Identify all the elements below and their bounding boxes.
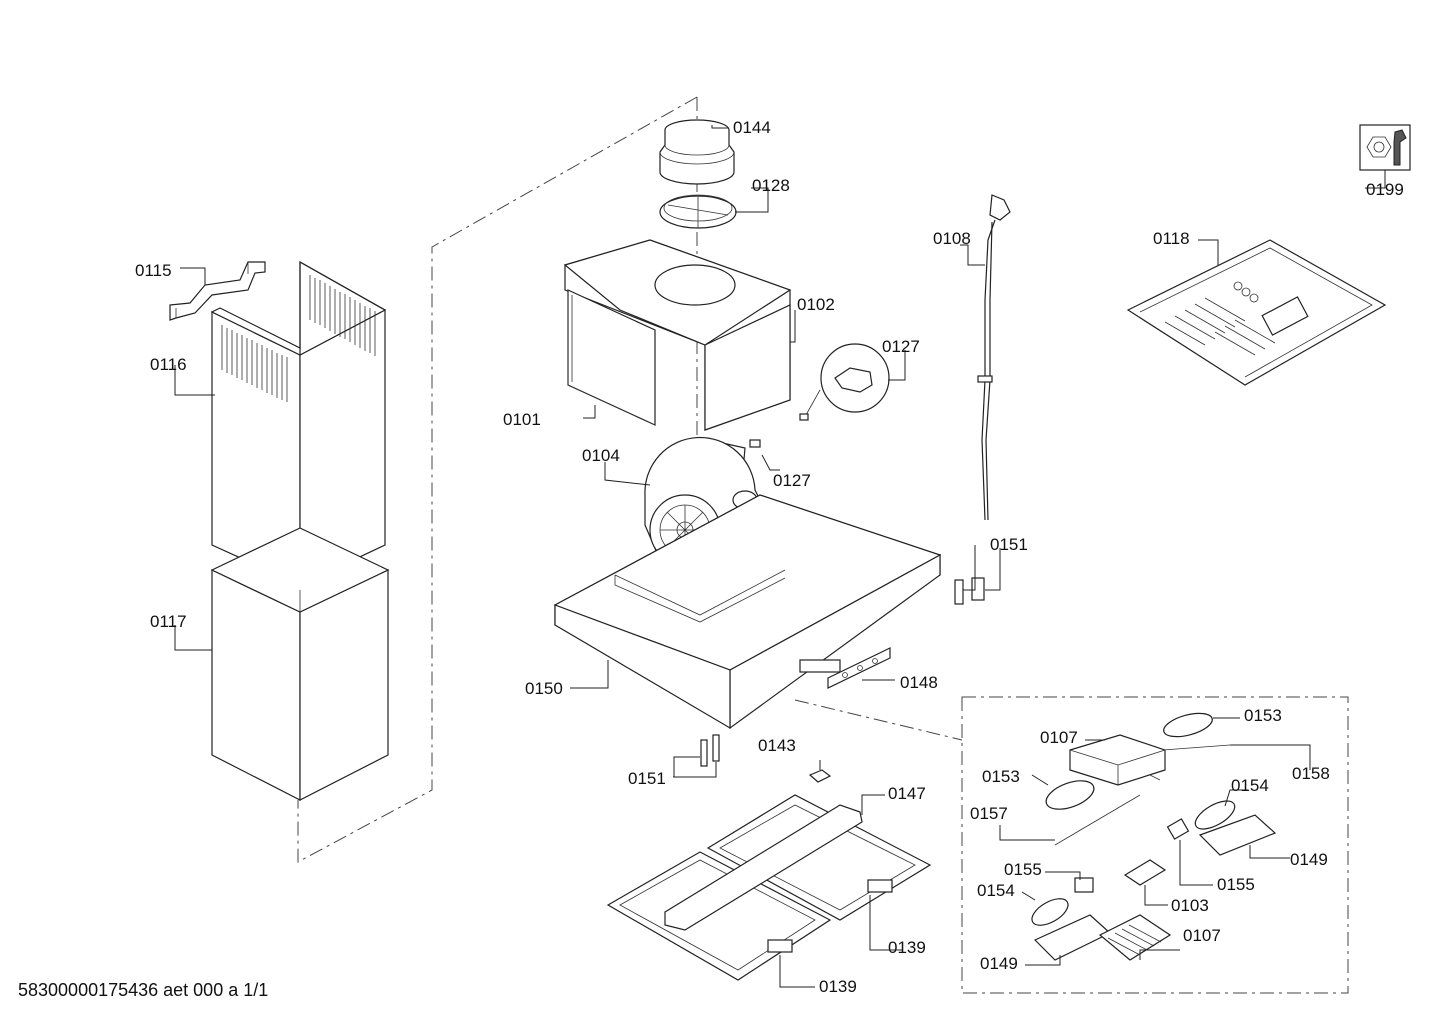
label-0158: 0158 — [1292, 764, 1330, 783]
label-0107-top: 0107 — [1040, 728, 1078, 747]
canopy-0150 — [553, 494, 942, 730]
label-0154-right: 0154 — [1231, 776, 1269, 795]
label-0117: 0117 — [150, 612, 187, 631]
label-0147: 0147 — [888, 784, 926, 803]
label-0155-left: 0155 — [1004, 860, 1042, 879]
label-0157: 0157 — [970, 804, 1008, 823]
bracket-0115 — [169, 261, 266, 321]
label-0128: 0128 — [752, 176, 790, 195]
part-0143 — [808, 769, 832, 783]
label-0153-top: 0153 — [1244, 706, 1282, 725]
hardware-bag-0118 — [1126, 239, 1387, 386]
label-0139-bottom: 0139 — [819, 977, 857, 996]
label-0102: 0102 — [797, 295, 835, 314]
grease-filters-0139 — [606, 794, 932, 981]
part-labels: 0144 0128 0102 0127 0127 0101 0104 0115 … — [135, 118, 1404, 996]
lower-chimney-0117 — [210, 527, 390, 801]
label-0155-right: 0155 — [1217, 875, 1255, 894]
label-0149-left: 0149 — [980, 954, 1018, 973]
label-0151-lower: 0151 — [628, 769, 666, 788]
outlet-ring-0144 — [659, 119, 735, 185]
label-0154-left: 0154 — [977, 881, 1015, 900]
control-panel-0148 — [827, 647, 891, 689]
label-0143: 0143 — [758, 736, 796, 755]
panel-0101 — [567, 289, 656, 426]
leader-lines — [174, 125, 1386, 988]
document-reference-footer: 58300000175436 aet 000 a 1/1 — [18, 980, 269, 1000]
power-cable-0108 — [977, 194, 1011, 521]
clip-0127 — [749, 439, 761, 448]
label-0127-a: 0127 — [882, 337, 920, 356]
label-0108: 0108 — [933, 229, 971, 248]
label-0153-left: 0153 — [982, 767, 1020, 786]
label-0139-right: 0139 — [888, 938, 926, 957]
service-kit-icon — [1359, 124, 1411, 171]
label-0116: 0116 — [150, 355, 187, 374]
label-0149-right: 0149 — [1290, 850, 1328, 869]
label-0144: 0144 — [733, 118, 771, 137]
label-0103: 0103 — [1171, 896, 1209, 915]
label-0199: 0199 — [1366, 180, 1404, 199]
upper-chimney-0116 — [210, 260, 387, 586]
housing-0102 — [563, 239, 792, 431]
lighting-detail-parts — [1031, 712, 1277, 961]
label-0104: 0104 — [582, 446, 620, 465]
clips-0151-upper — [954, 577, 985, 605]
flange-0128 — [659, 194, 737, 229]
label-0118: 0118 — [1153, 229, 1190, 248]
label-0101: 0101 — [503, 410, 541, 429]
label-0127-b: 0127 — [773, 471, 811, 490]
label-0148: 0148 — [900, 673, 938, 692]
clip-0127-detail — [799, 343, 890, 421]
label-0150: 0150 — [525, 679, 563, 698]
label-0107-bottom: 0107 — [1183, 926, 1221, 945]
label-0115: 0115 — [135, 261, 172, 280]
label-0151-upper: 0151 — [990, 535, 1028, 554]
clips-0151-lower — [700, 734, 720, 767]
